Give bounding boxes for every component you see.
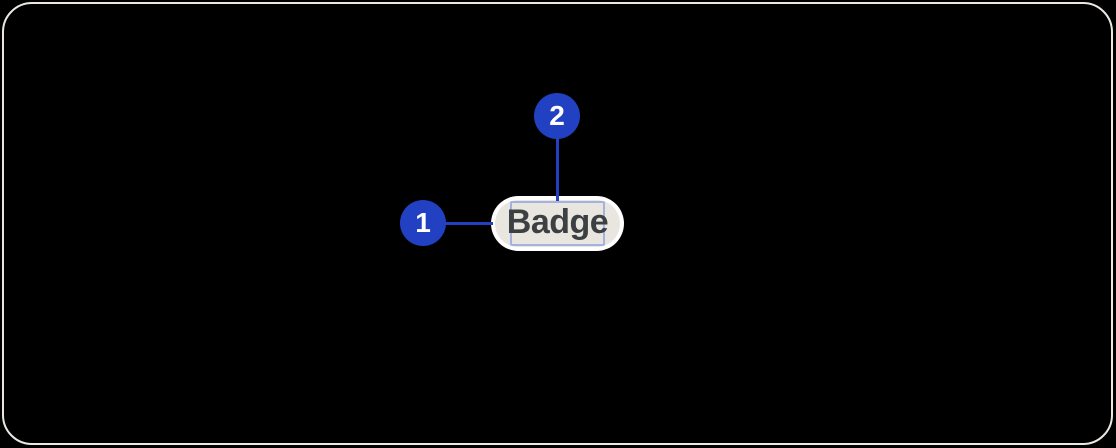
- callout-1-number: 1: [415, 207, 431, 238]
- callout-1-marker: 1: [400, 200, 446, 246]
- callout-1-connector-line: [444, 222, 493, 225]
- badge-container: Badge: [495, 200, 620, 247]
- callout-2-connector-line: [556, 137, 559, 201]
- badge-label-bounding-box: Badge: [506, 201, 609, 246]
- callout-2-number: 2: [549, 100, 565, 131]
- callout-2-marker: 2: [534, 93, 580, 139]
- badge-component: Badge: [491, 196, 624, 251]
- badge-label: Badge: [506, 203, 609, 241]
